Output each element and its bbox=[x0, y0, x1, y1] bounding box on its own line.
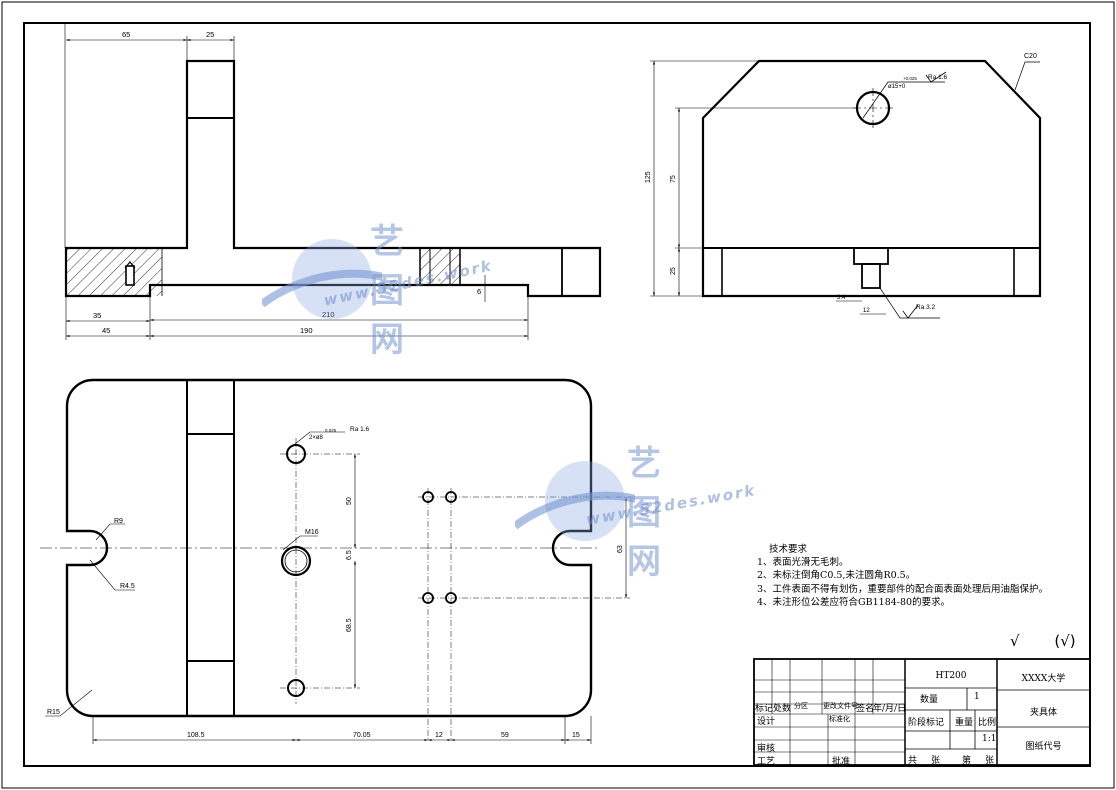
watermark-cn: 艺图网 bbox=[627, 444, 663, 582]
hole-dia-label: ø15+0 bbox=[888, 84, 906, 90]
change-doc-label: 更改文件号 bbox=[823, 702, 858, 710]
weight-label: 重量 bbox=[955, 718, 974, 728]
dim-25-side: 25 bbox=[670, 267, 677, 275]
dim-6-5: 6.5 bbox=[346, 550, 353, 560]
sheet-no-label: 第 bbox=[962, 756, 972, 766]
dim-63: 63 bbox=[617, 545, 624, 553]
hole-tolerance: +0.025 bbox=[903, 76, 917, 81]
note-item: 4、未注形位公差应符合GB1184-80的要求。 bbox=[757, 596, 951, 608]
roughness-top: Ra 1.6 bbox=[350, 426, 370, 433]
hole-2x8-label: 2×ø8 bbox=[309, 435, 324, 441]
dim-190: 190 bbox=[300, 326, 313, 335]
dim-r4-5: R4.5 bbox=[120, 583, 135, 590]
dim-3-4: 3.4 bbox=[837, 295, 846, 301]
school: XXXX大学 bbox=[1021, 674, 1066, 684]
top-view bbox=[40, 378, 630, 744]
drawing-number: 图纸代号 bbox=[1025, 742, 1062, 752]
roughness-symbols: √ (√) bbox=[1010, 632, 1076, 650]
qty-label: 数量 bbox=[920, 695, 939, 705]
note-item: 2、未标注倒角C0.5,未注圆角R0.5。 bbox=[757, 570, 916, 582]
standard-label: 标准化 bbox=[829, 715, 850, 723]
dim-15: 15 bbox=[572, 732, 580, 739]
dim-m16: M16 bbox=[305, 529, 319, 536]
dim-65: 65 bbox=[122, 30, 130, 39]
dim-50: 50 bbox=[346, 497, 353, 505]
dim-70-05: 70.05 bbox=[353, 732, 371, 739]
dim-25: 25 bbox=[206, 30, 214, 39]
dim-12: 12 bbox=[863, 308, 870, 314]
design-label: 设计 bbox=[757, 717, 776, 727]
zone-label: 分区 bbox=[794, 702, 808, 710]
side-view bbox=[650, 59, 1042, 319]
dim-12-top: 12 bbox=[435, 732, 443, 739]
stage-label: 阶段标记 bbox=[908, 718, 945, 728]
title-block: HT200 XXXX大学 夹具体 数量 1 阶段标记 重量 比例 1:1 图纸代… bbox=[754, 659, 1090, 767]
scale-value: 1:1 bbox=[982, 734, 997, 744]
roughness-hole: Ra 1.6 bbox=[928, 74, 948, 81]
review-label: 审核 bbox=[757, 744, 776, 754]
watermark-cn: 艺图网 bbox=[370, 222, 406, 360]
front-view bbox=[64, 23, 602, 340]
hole-2x8-tolerance: 0.025 bbox=[325, 428, 337, 433]
dim-75: 75 bbox=[670, 175, 677, 183]
dim-c20: C20 bbox=[1024, 53, 1037, 60]
approve-label: 批准 bbox=[832, 757, 851, 767]
dim-r15: R15 bbox=[47, 709, 60, 716]
dim-125: 125 bbox=[645, 171, 652, 183]
dim-45: 45 bbox=[102, 326, 110, 335]
process-label: 工艺 bbox=[757, 757, 776, 767]
inner-border bbox=[23, 22, 1091, 767]
technical-requirements: 技术要求 1、表面光滑无毛刺。 2、未标注倒角C0.5,未注圆角R0.5。 3、… bbox=[757, 543, 1048, 609]
count-label: 处数 bbox=[773, 704, 792, 714]
sheet-unit: 张 bbox=[931, 756, 941, 766]
note-item: 3、工件表面不得有划伤，重要部件的配合面表面处理后用油脂保护。 bbox=[757, 583, 1049, 595]
globe-logo-icon bbox=[262, 239, 382, 319]
dim-r9: R9 bbox=[114, 518, 123, 525]
globe-logo-icon bbox=[515, 461, 635, 541]
roughness-bottom: Ra 3.2 bbox=[916, 304, 936, 311]
part-name: 夹具体 bbox=[1029, 708, 1057, 718]
notes-title: 技术要求 bbox=[769, 544, 808, 555]
dim-210: 210 bbox=[322, 310, 335, 319]
dim-35: 35 bbox=[93, 311, 101, 320]
dim-108-5: 108.5 bbox=[187, 732, 205, 739]
total-label: 共 bbox=[908, 756, 918, 766]
date-label: 年/月/日 bbox=[873, 704, 907, 714]
signature-label: 签名 bbox=[856, 704, 875, 714]
dim-59: 59 bbox=[501, 732, 509, 739]
sheet-unit-2: 张 bbox=[985, 756, 995, 766]
title-block-grid bbox=[753, 658, 1091, 766]
dim-6: 6 bbox=[477, 287, 481, 296]
qty-value: 1 bbox=[974, 692, 980, 702]
roughness-others: (√) bbox=[1054, 632, 1076, 650]
revision-mark-label: 标记 bbox=[755, 704, 774, 714]
scale-label: 比例 bbox=[978, 718, 997, 728]
dim-68-5: 68.5 bbox=[346, 618, 353, 632]
note-item: 1、表面光滑无毛刺。 bbox=[757, 557, 849, 569]
material: HT200 bbox=[935, 671, 967, 681]
roughness-check-icon: √ bbox=[1010, 632, 1020, 650]
